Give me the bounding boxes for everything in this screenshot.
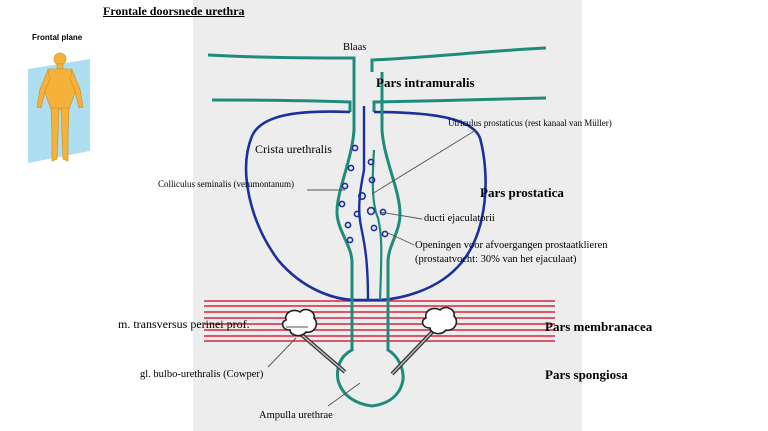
bladder-wall-bottom-left bbox=[211, 98, 352, 112]
label-bulbo: gl. bulbo-urethralis (Cowper) bbox=[140, 369, 264, 380]
label-utriculus: Utriculus prostaticus (rest kanaal van M… bbox=[448, 118, 612, 128]
bladder-wall-top-right bbox=[370, 46, 547, 72]
label-colliculus: Colliculus seminalis (verumontanum) bbox=[158, 179, 294, 189]
label-crista: Crista urethralis bbox=[255, 142, 332, 156]
bulbourethral-glands bbox=[281, 306, 458, 376]
transversus-muscle bbox=[204, 300, 555, 342]
label-pars-membranacea: Pars membranacea bbox=[545, 319, 653, 334]
frontal-plane-inset: Frontal plane bbox=[20, 31, 110, 171]
bladder-wall-bottom-right bbox=[372, 96, 547, 112]
diagram-panel bbox=[193, 0, 582, 431]
prostate-outline bbox=[244, 110, 487, 302]
label-blaas: Blaas bbox=[343, 42, 367, 53]
label-openingen-1: Openingen voor afvoergangen prostaatklie… bbox=[415, 240, 608, 251]
bladder-wall-top bbox=[207, 53, 356, 72]
label-transversus: m. transversus perinei prof. bbox=[118, 317, 250, 331]
human-figure-frontal-plane-icon bbox=[28, 52, 90, 163]
label-pars-prostatica: Pars prostatica bbox=[480, 185, 564, 200]
frontal-plane-label: Frontal plane bbox=[32, 33, 83, 42]
urethra-inner-right bbox=[371, 149, 383, 301]
label-openingen-2: (prostaatvocht: 30% van het ejaculaat) bbox=[415, 254, 577, 265]
leader-lines bbox=[267, 129, 477, 407]
label-ampulla: Ampulla urethrae bbox=[259, 410, 333, 421]
label-pars-intramuralis: Pars intramuralis bbox=[376, 75, 475, 90]
label-pars-spongiosa: Pars spongiosa bbox=[545, 367, 628, 382]
urethra-wall-left bbox=[335, 72, 405, 408]
label-ducti: ducti ejaculatorii bbox=[424, 213, 495, 224]
slide-title: Frontale doorsnede urethra bbox=[103, 4, 245, 18]
prostate-duct-openings bbox=[338, 144, 389, 244]
crista-urethralis-line bbox=[358, 106, 370, 301]
